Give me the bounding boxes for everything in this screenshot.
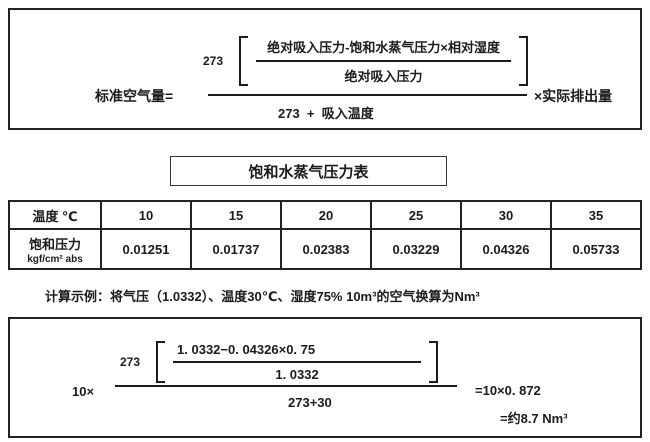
left-bracket-shape <box>239 36 249 86</box>
inner-fraction: 1. 0332−0. 04326×0. 75 1. 0332 <box>173 341 422 383</box>
temp-value-cell: 15 <box>190 200 282 230</box>
temp-header-cell: 温度 ℃ <box>8 200 102 230</box>
table-header-row: 温度 ℃ 10 15 20 25 30 35 <box>8 200 642 230</box>
pressure-value-cell: 0.01737 <box>190 228 282 270</box>
temp-value-cell: 35 <box>550 200 642 230</box>
pressure-label: 饱和压力 <box>28 236 81 252</box>
main-fraction-denominator: 273+30 <box>288 395 332 410</box>
pressure-value-cell: 0.02383 <box>280 228 372 270</box>
numerator-coefficient: 273 <box>203 54 224 68</box>
calc-result-line-1: =10×0. 872 <box>475 383 541 398</box>
temp-value-cell: 10 <box>100 200 192 230</box>
table-title: 饱和水蒸气压力表 <box>248 163 369 181</box>
pressure-value-cell: 0.04326 <box>460 228 552 270</box>
standard-air-volume-formula-box: 标准空气量= 273 绝对吸入压力-饱和水蒸气压力×相对湿度 绝对吸入压力 27… <box>8 8 642 130</box>
calc-prefix: 10× <box>72 384 95 399</box>
inner-fraction-denominator: 绝对吸入压力 <box>344 69 423 84</box>
calculation-box: 10× 273 1. 0332−0. 04326×0. 75 1. 0332 2… <box>8 317 642 438</box>
pressure-label-cell: 饱和压力 kgf/cm² abs <box>8 228 102 270</box>
inner-fraction-denominator: 1. 0332 <box>275 367 319 382</box>
inner-fraction: 绝对吸入压力-饱和水蒸气压力×相对湿度 绝对吸入压力 <box>256 36 512 86</box>
right-bracket-shape <box>429 341 439 383</box>
table-value-row: 饱和压力 kgf/cm² abs 0.01251 0.01737 0.02383… <box>8 228 642 270</box>
inner-fraction-numerator: 1. 0332−0. 04326×0. 75 <box>173 341 422 363</box>
pressure-unit: kgf/cm² abs <box>27 253 83 265</box>
table-title-box: 饱和水蒸气压力表 <box>170 156 447 186</box>
main-fraction-line <box>115 385 457 387</box>
calc-result-line-2: =约8.7 Nm³ <box>500 411 568 426</box>
pressure-value-cell: 0.05733 <box>550 228 642 270</box>
main-fraction-line <box>208 94 527 96</box>
temp-value-cell: 30 <box>460 200 552 230</box>
temp-value-cell: 20 <box>280 200 372 230</box>
pressure-value-cell: 0.01251 <box>100 228 192 270</box>
temp-value-cell: 25 <box>370 200 462 230</box>
pressure-value-cell: 0.03229 <box>370 228 462 270</box>
saturated-vapor-pressure-table: 温度 ℃ 10 15 20 25 30 35 饱和压力 kgf/cm² abs … <box>8 200 642 270</box>
left-bracket-shape <box>156 341 166 383</box>
formula-numerator-group: 273 绝对吸入压力-饱和水蒸气压力×相对湿度 绝对吸入压力 <box>203 36 529 86</box>
formula-multiplier: ×实际排出量 <box>534 88 613 104</box>
right-bracket-shape <box>519 36 529 86</box>
formula-lhs: 标准空气量= <box>95 88 174 104</box>
numerator-coefficient: 273 <box>120 355 141 369</box>
inner-fraction-numerator: 绝对吸入压力-饱和水蒸气压力×相对湿度 <box>256 36 512 62</box>
calc-numerator-group: 273 1. 0332−0. 04326×0. 75 1. 0332 <box>120 341 439 383</box>
calculation-example-text: 计算示例：将气压（1.0332）、温度30℃、湿度75% 10m³的空气换算为N… <box>45 289 480 304</box>
main-fraction-denominator: 273 + 吸入温度 <box>278 106 374 121</box>
